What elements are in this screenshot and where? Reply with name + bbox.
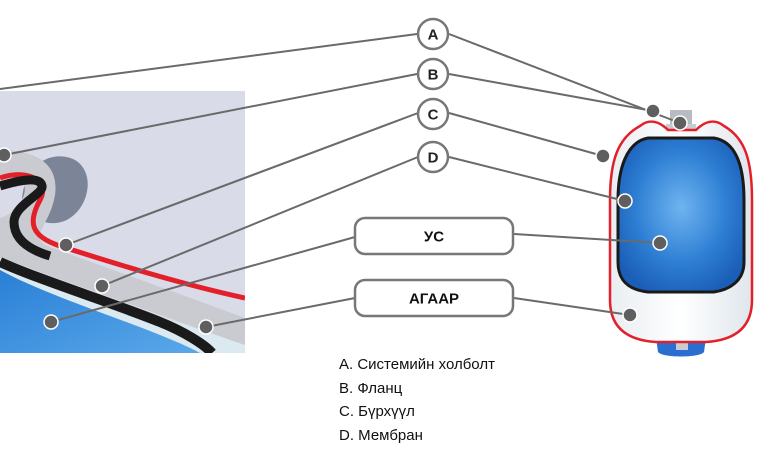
callout-circle-d: D xyxy=(416,140,450,174)
dot-c-panel xyxy=(58,237,74,253)
zoom-shell-band xyxy=(0,150,245,345)
leader-c-right xyxy=(448,112,604,157)
leader-a-left xyxy=(0,33,418,90)
leader-c-left xyxy=(65,112,419,246)
leader-air-right xyxy=(513,297,631,316)
legend-item-b: B. Фланц xyxy=(339,379,403,397)
leader-lines xyxy=(0,33,681,328)
label-box-water: УС xyxy=(353,216,515,256)
dot-water-panel xyxy=(43,314,59,330)
leader-b-right xyxy=(448,73,654,112)
dot-c-tank xyxy=(595,148,611,164)
leader-dots xyxy=(0,103,688,335)
callout-circle-c: C xyxy=(416,97,450,131)
tank-water xyxy=(616,136,746,294)
callout-letter-c: C xyxy=(428,107,439,124)
callout-letter-b: B xyxy=(428,67,439,84)
callout-circle-b: B xyxy=(416,57,450,91)
dot-air-panel xyxy=(198,319,214,335)
label-water-text: УС xyxy=(424,229,444,246)
legend-item-d: D. Мембран xyxy=(339,426,423,444)
dot-water-tank xyxy=(652,235,668,251)
zoom-water-region xyxy=(0,270,200,353)
label-air-text: АГААР xyxy=(409,291,459,308)
leader-air-left xyxy=(205,297,356,328)
legend-item-a: A. Системийн холболт xyxy=(339,356,495,373)
zoom-detail-panel xyxy=(0,91,245,353)
callout-letter-a: A xyxy=(428,27,439,44)
zoom-membrane-hook xyxy=(0,175,52,261)
dot-b-panel xyxy=(0,147,12,163)
dot-d-tank xyxy=(617,193,633,209)
dot-b-tank xyxy=(645,103,661,119)
leader-d-right xyxy=(448,156,626,202)
leader-b-left xyxy=(3,73,418,156)
leader-water-right xyxy=(513,233,661,244)
leader-d-left xyxy=(101,156,419,287)
dot-a-tank xyxy=(672,115,688,131)
zoom-membrane-line xyxy=(0,257,216,353)
leader-water-left xyxy=(50,236,356,323)
legend-item-c: C. Бүрхүүл xyxy=(339,403,415,420)
callout-letter-d: D xyxy=(428,150,439,167)
legend-list: A. Системийн холболт B. Фланц C. Бүрхүүл… xyxy=(339,353,495,447)
dot-air-tank xyxy=(622,307,638,323)
dot-d-panel xyxy=(94,278,110,294)
callout-circle-a: A xyxy=(416,17,450,51)
label-box-air: АГААР xyxy=(353,278,515,318)
